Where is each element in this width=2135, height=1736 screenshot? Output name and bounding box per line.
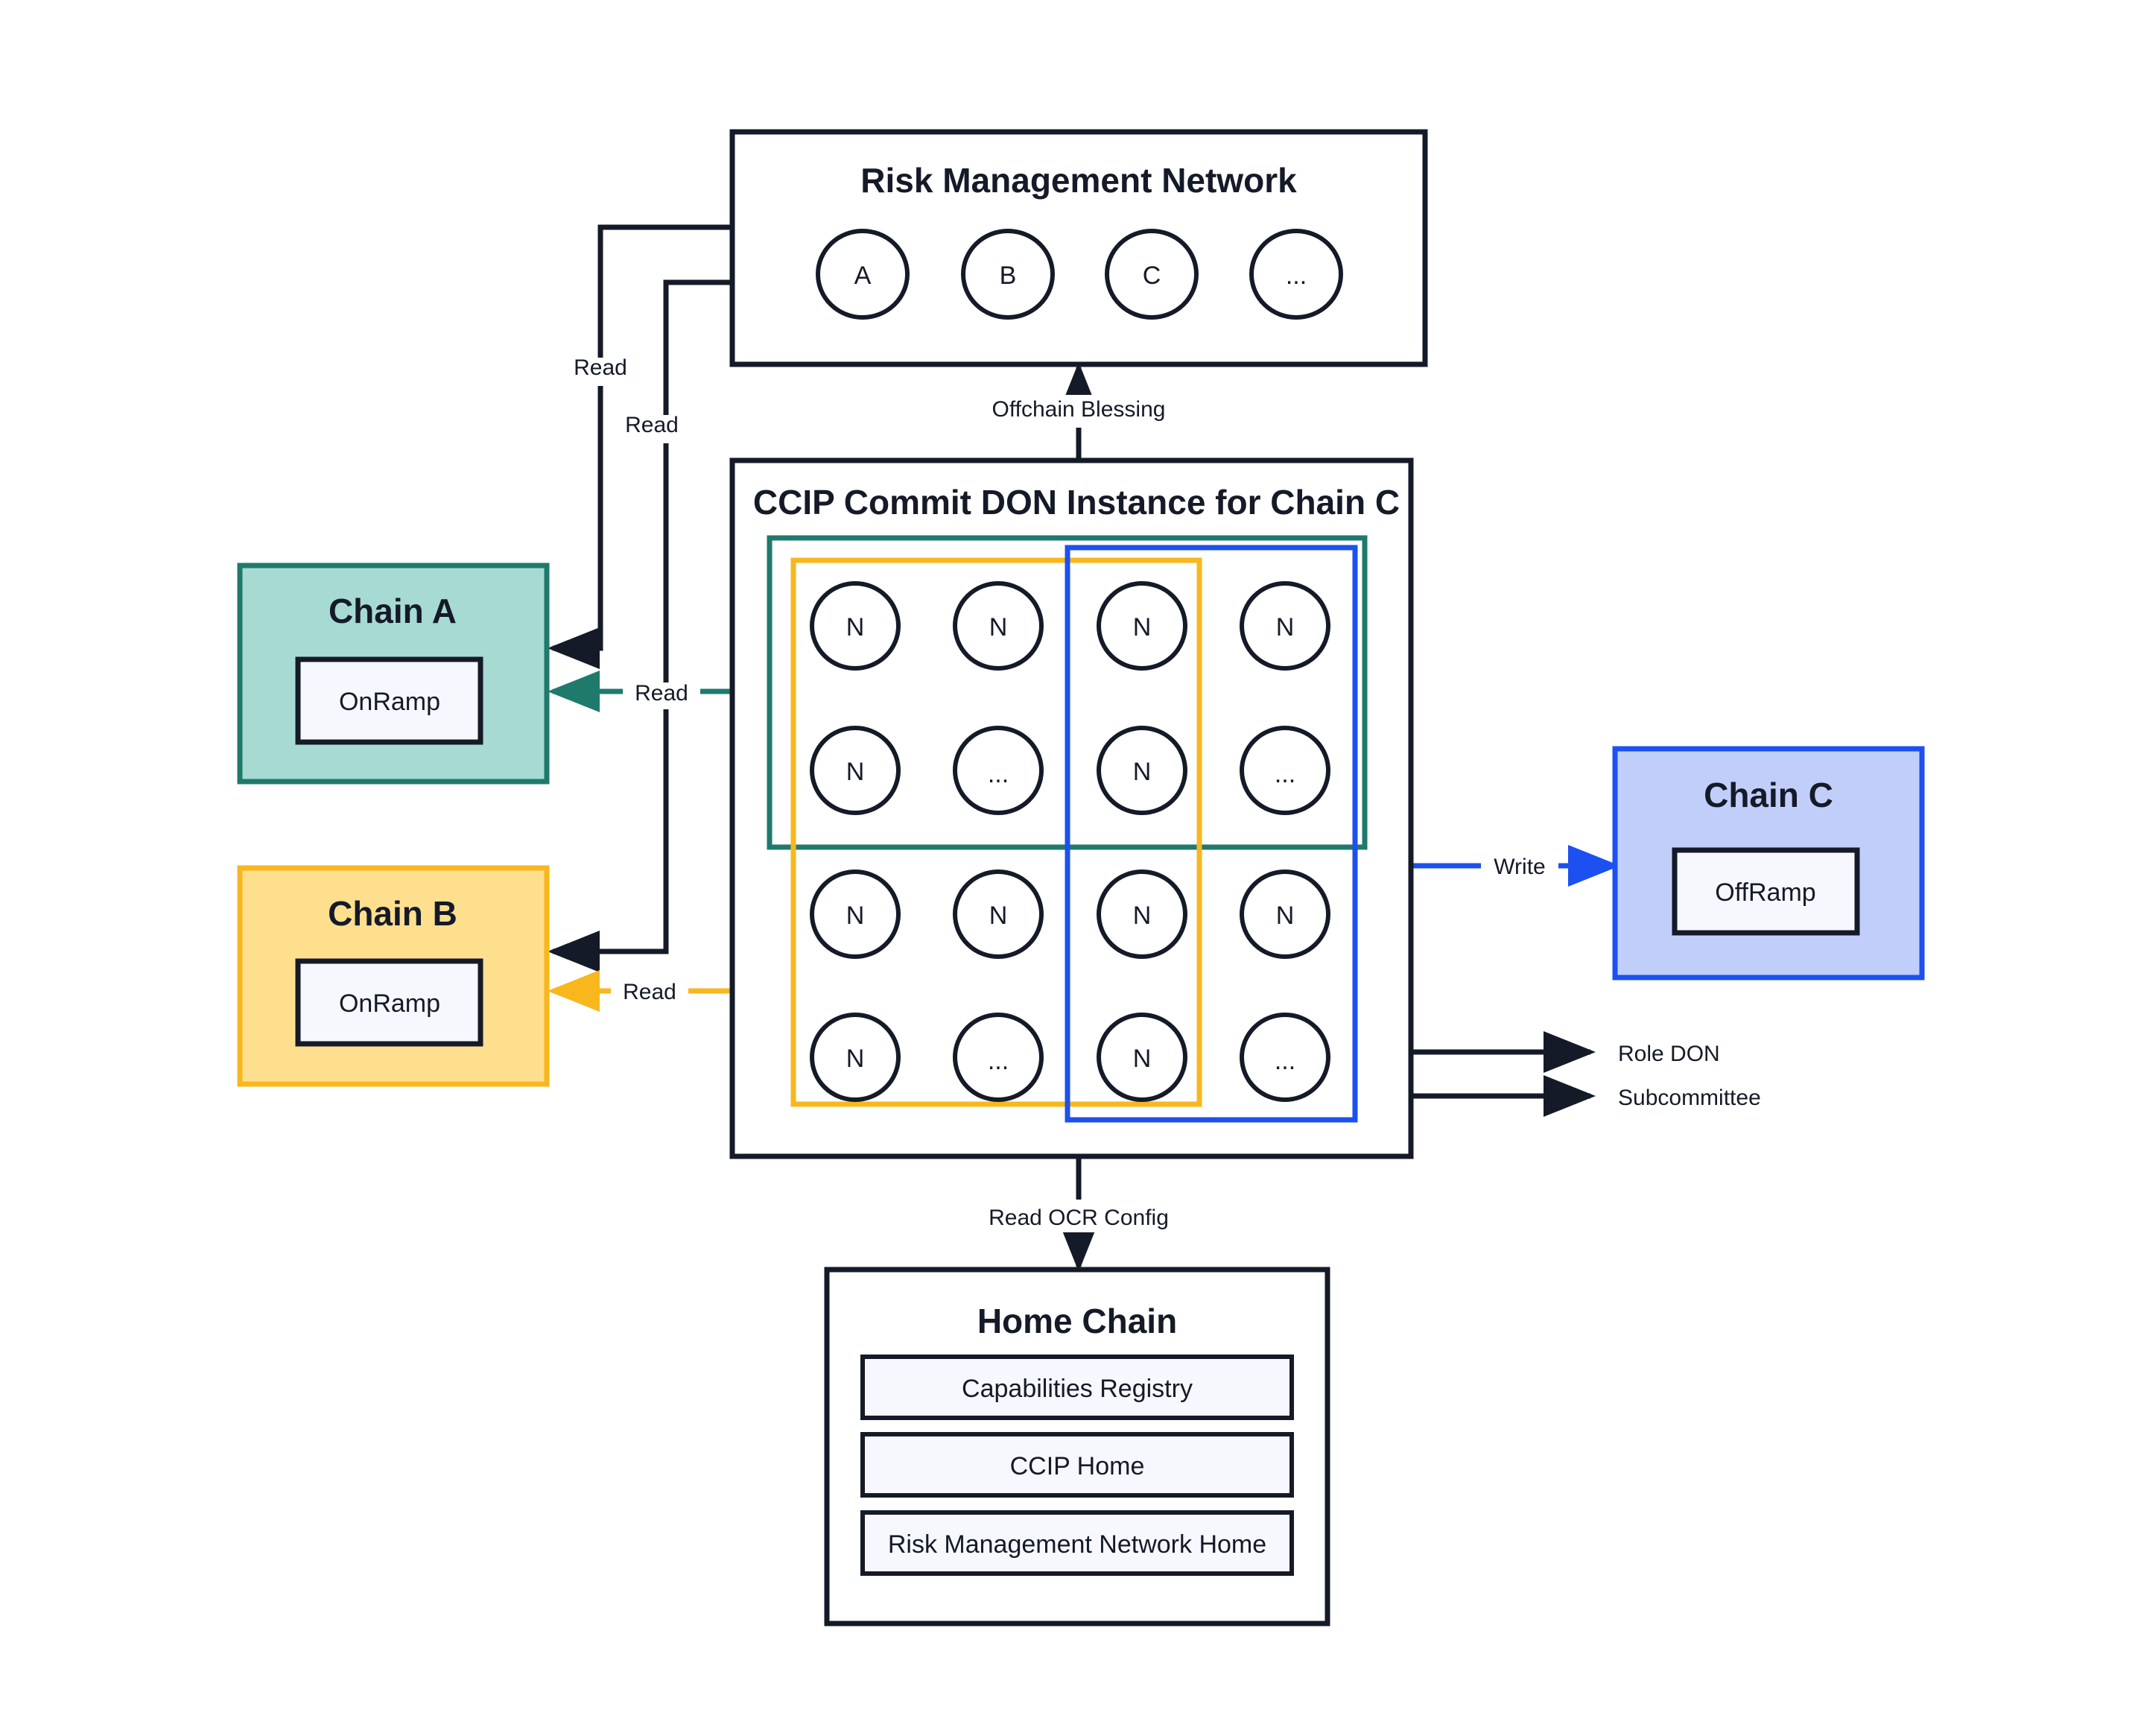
group-rect-yellow [790,557,1202,1107]
don-node-r3c4 [1240,869,1330,959]
chain-a-onramp-label: OnRamp [339,688,440,716]
don-node-r3c1 [810,869,901,959]
home-chain-item-box-2 [860,1510,1294,1576]
home-chain-item-label-2: Risk Management Network Home [888,1530,1266,1559]
label-mask-read-teal [623,682,700,709]
don-node-r2c2-label: ... [988,760,1009,788]
edge-label-read-chain-a-black-top: Read [574,355,627,380]
label-mask-read-yellow [611,981,688,1008]
label-mask-blessing [968,395,1192,428]
chain-b-onramp-box [295,958,483,1047]
don-node-r1c2 [953,581,1044,671]
edge-label-read-chain-b-yellow-top: Read [623,980,676,1004]
chain-c-title: Chain C [1704,776,1833,814]
don-node-r3c1-label: N [846,902,865,930]
don-node-r2c3-label: N [1133,758,1152,786]
don-node-r3c4-label: N [1276,902,1295,930]
risk-management-network-title: Risk Management Network [860,161,1297,200]
label-mask-read-a [568,358,636,386]
don-node-r4c4-label: ... [1275,1047,1295,1075]
edge-label-offchain-blessing-top: Offchain Blessing [992,397,1166,422]
rmn-node-ellipsis-label: ... [1286,262,1307,290]
rmn-node-ellipsis [1249,229,1343,320]
don-node-r4c3-label: N [1133,1045,1152,1073]
chain-c-offramp-label: OffRamp [1715,878,1815,907]
edge-label-write-chain-c-top: Write [1494,855,1545,879]
don-node-r4c2 [953,1013,1044,1102]
don-node-r4c4 [1240,1013,1330,1102]
don-node-r2c2 [953,726,1044,815]
don-node-r1c3-label: N [1133,613,1152,642]
edge-read-rmn-to-chain-a [548,224,732,669]
home-chain-item-box-1 [860,1432,1294,1498]
don-node-r3c2-label: N [989,902,1008,930]
don-node-r1c4 [1240,581,1330,671]
rmn-node-b [961,229,1055,320]
don-node-r1c3 [1097,581,1187,671]
edge-label-read-chain-b-black-top: Read [625,413,679,437]
don-node-r2c3 [1097,726,1187,815]
label-mask-ocr [968,1200,1192,1232]
rmn-node-c [1105,229,1199,320]
ccip-commit-don-title: CCIP Commit DON Instance for Chain C [753,483,1400,522]
don-node-r1c2-label: N [989,613,1008,642]
legend-label-role-don: Role DON [1618,1042,1720,1066]
don-node-r2c1-label: N [846,758,865,786]
don-node-r1c1-label: N [846,613,865,642]
don-node-r4c1-label: N [846,1045,865,1073]
don-node-r3c3 [1097,869,1187,959]
chain-b-onramp-label: OnRamp [339,989,440,1018]
chain-a-onramp-box [295,656,483,745]
rmn-node-b-label: B [1000,262,1017,290]
don-node-r4c3 [1097,1013,1187,1102]
chain-b-title: Chain B [328,894,457,933]
don-node-r4c2-label: ... [988,1047,1009,1075]
don-node-r1c1 [810,581,901,671]
home-chain-title: Home Chain [977,1302,1177,1340]
edge-read-rmn-to-chain-b [548,279,732,972]
rmn-node-a [816,229,910,320]
group-rect-blue [1065,545,1358,1123]
rmn-node-c-label: C [1143,262,1161,290]
edge-label-read-chain-a-teal-top: Read [635,681,688,706]
legend-label-subcommittee: Subcommittee [1618,1086,1761,1110]
home-chain-item-box-0 [860,1355,1294,1420]
home-chain-item-label-0: Capabilities Registry [962,1375,1193,1403]
edge-label-read-ocr-config-top: Read OCR Config [989,1206,1169,1230]
don-node-r3c2 [953,869,1044,959]
don-node-r1c4-label: N [1276,613,1295,642]
don-node-r2c4 [1240,726,1330,815]
don-node-r2c1 [810,726,901,815]
home-chain-item-label-1: CCIP Home [1010,1452,1145,1480]
don-node-r2c4-label: ... [1275,760,1295,788]
chain-c-offramp-box [1672,847,1860,936]
label-mask-write [1481,855,1558,882]
chain-a-title: Chain A [329,592,457,630]
rmn-node-a-label: A [854,262,872,290]
don-node-r3c3-label: N [1133,902,1152,930]
label-mask-read-b [618,415,687,443]
don-node-r4c1 [810,1013,901,1102]
